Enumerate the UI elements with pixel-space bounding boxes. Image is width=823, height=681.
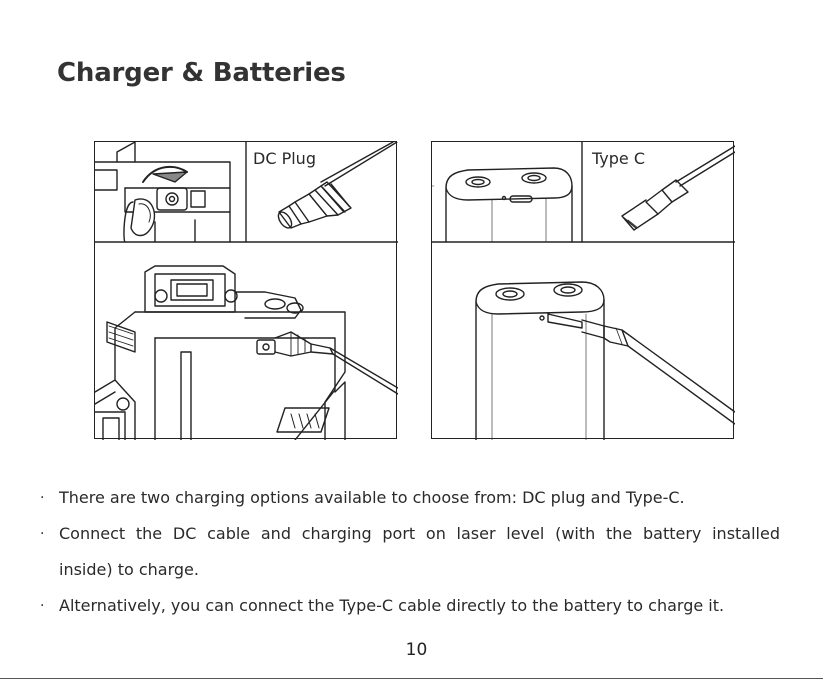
dc-plug-figure: DC Plug bbox=[94, 141, 398, 440]
type-c-illustration bbox=[432, 142, 735, 440]
instruction-list: · There are two charging options availab… bbox=[40, 480, 780, 624]
bullet-marker: · bbox=[40, 526, 45, 542]
bullet-text-continued: inside) to charge. bbox=[59, 560, 199, 579]
list-item: · Alternatively, you can connect the Typ… bbox=[40, 588, 780, 624]
dc-plug-illustration bbox=[95, 142, 398, 440]
bullet-text: Alternatively, you can connect the Type-… bbox=[59, 596, 725, 615]
dc-plug-label: DC Plug bbox=[253, 149, 316, 168]
battery-top-closeup bbox=[445, 167, 573, 243]
bullet-marker: · bbox=[40, 598, 45, 614]
footer-divider bbox=[0, 678, 823, 679]
bullet-text: There are two charging options available… bbox=[59, 488, 685, 507]
battery-insert-closeup bbox=[95, 142, 231, 243]
bullet-marker: · bbox=[40, 490, 45, 506]
laser-level-drawing bbox=[95, 265, 398, 440]
type-c-figure: Type C bbox=[431, 141, 735, 440]
list-item: · There are two charging options availab… bbox=[40, 480, 780, 516]
bullet-text: Connect the DC cable and charging port o… bbox=[59, 524, 780, 543]
page-number: 10 bbox=[405, 640, 428, 660]
type-c-label: Type C bbox=[592, 149, 646, 168]
battery-charging-drawing bbox=[475, 281, 735, 440]
type-c-plug-drawing bbox=[621, 145, 735, 231]
list-item: · Connect the DC cable and charging port… bbox=[40, 516, 780, 588]
page-title: Charger & Batteries bbox=[57, 58, 346, 88]
dc-plug-drawing bbox=[277, 142, 398, 229]
